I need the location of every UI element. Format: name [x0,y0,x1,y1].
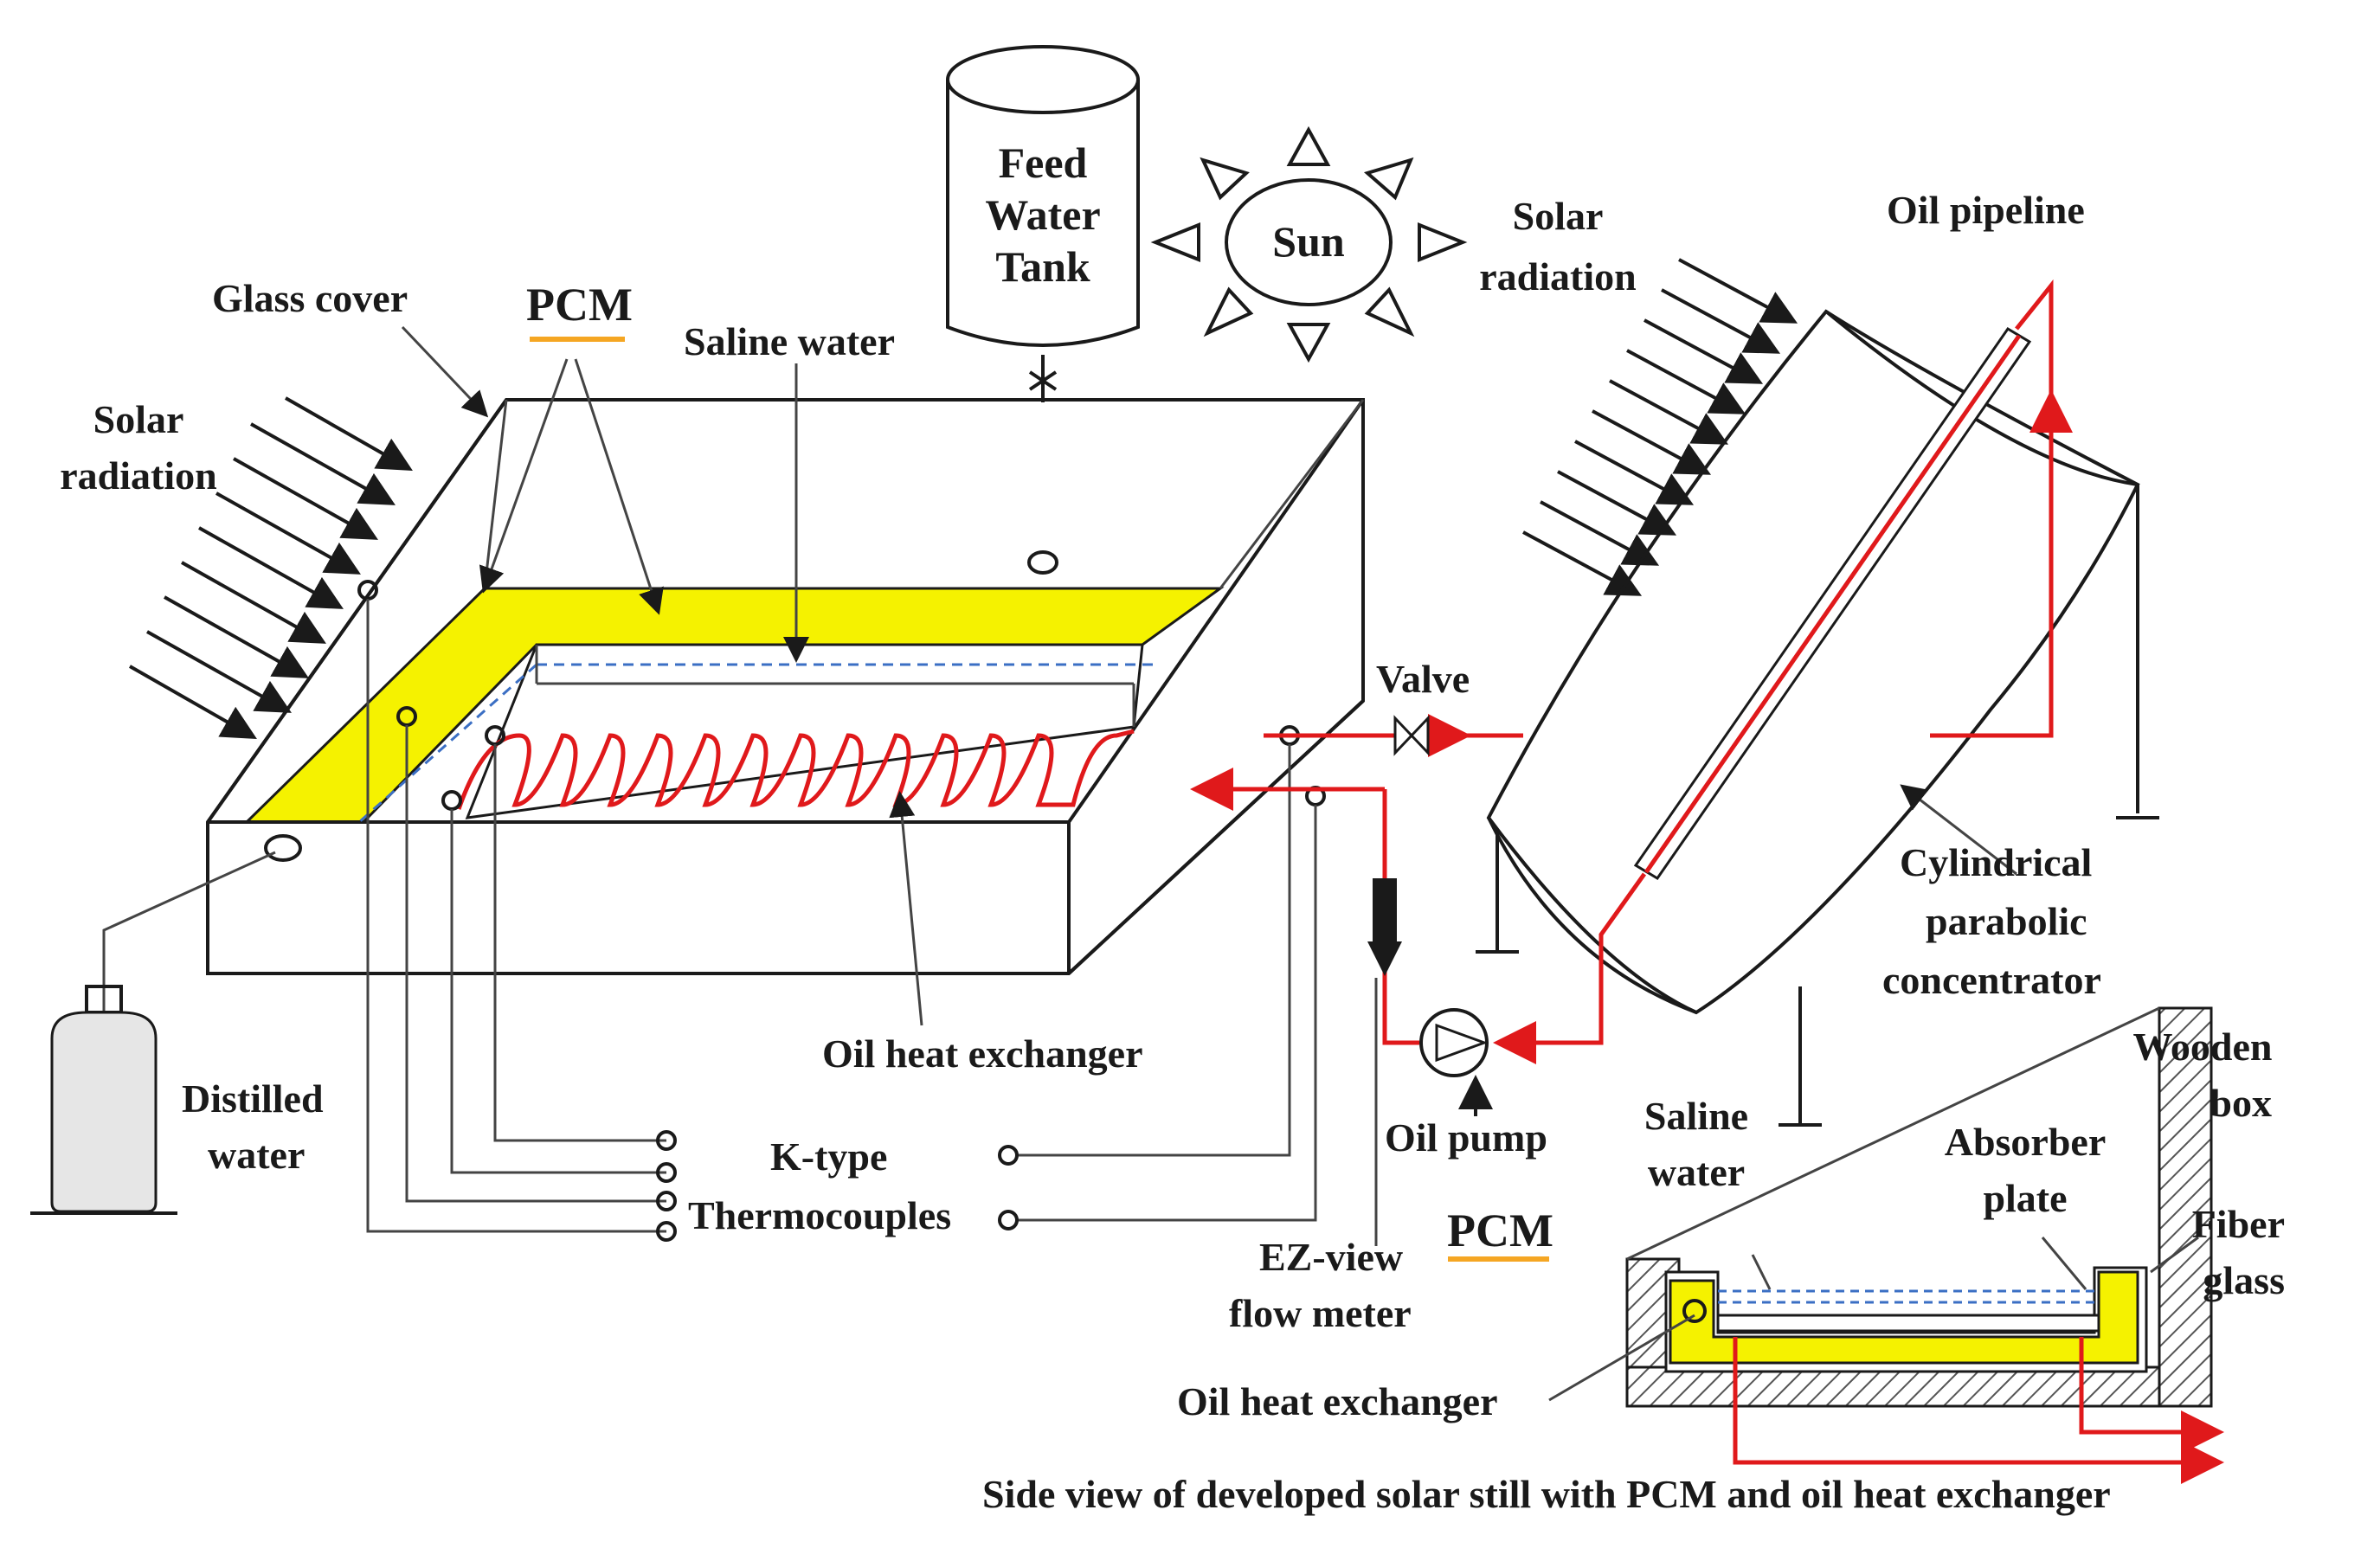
feed-tank-label-3: Tank [995,242,1090,291]
saline-water-side-label-1: Saline [1644,1094,1748,1138]
oil-heat-exchanger-side-label: Oil heat exchanger [1177,1379,1498,1423]
pcm-side-label: PCM [1447,1205,1553,1256]
fiber-glass-label-1: Fiber [2192,1202,2285,1246]
saline-water-main-label: Saline water [684,319,895,363]
thermocouples-label: Thermocouples [688,1193,951,1237]
flow-meter-icon [1367,878,1402,1246]
flow-meter-label-2: flow meter [1229,1291,1412,1335]
solar-radiation-arrows-left [129,396,413,739]
solar-radiation-left-label-1: Solar [93,397,184,441]
wooden-box-label-1: Wooden [2132,1025,2272,1069]
solar-radiation-left-label-2: radiation [60,453,216,498]
flow-meter-label-1: EZ-view [1259,1235,1403,1279]
distilled-water-bottle [30,851,276,1215]
fiber-glass-label-2: glass [2203,1258,2285,1302]
side-view [1548,1006,2224,1484]
sun-icon: Sun [1150,125,1468,363]
absorber-plate-label-1: Absorber [1945,1120,2107,1164]
parabolic-concentrator [1476,309,2159,1127]
valve-label: Valve [1376,657,1470,701]
concentrator-label-2: parabolic [1926,899,2087,943]
k-type-label: K-type [770,1134,887,1179]
distilled-water-label-1: Distilled [182,1076,324,1121]
oil-pipeline-label: Oil pipeline [1887,188,2085,232]
oil-pump-icon [1419,1008,1493,1116]
pcm-main-label: PCM [526,279,633,331]
solar-radiation-right-label-1: Solar [1513,194,1604,238]
oil-heat-exchanger-main-label: Oil heat exchanger [822,1031,1143,1076]
figure-caption: Side view of developed solar still with … [982,1472,2111,1516]
sun-label: Sun [1272,217,1345,266]
solar-still-box [206,398,1365,975]
wooden-box-label-2: box [2210,1081,2272,1125]
oil-heat-exchanger-coil [456,729,1135,810]
feed-tank-label-1: Feed [999,138,1088,187]
distilled-water-label-2: water [208,1133,305,1177]
oil-pump-label: Oil pump [1385,1115,1547,1160]
concentrator-label-1: Cylindrical [1900,840,2092,884]
solar-radiation-arrows-right [1522,258,1798,596]
leader-lines [401,325,2017,1026]
feed-tank-label-2: Water [985,190,1100,239]
concentrator-label-3: concentrator [1882,958,2101,1002]
absorber-plate-label-2: plate [1983,1176,2067,1220]
valve-icon [1393,715,1430,756]
feed-water-tank: Feed Water Tank [946,45,1140,402]
solar-radiation-right-label-2: radiation [1479,254,1636,299]
saline-water-side-label-2: water [1648,1150,1745,1194]
glass-cover-label: Glass cover [212,276,408,320]
oil-pipeline [1190,279,2073,1064]
